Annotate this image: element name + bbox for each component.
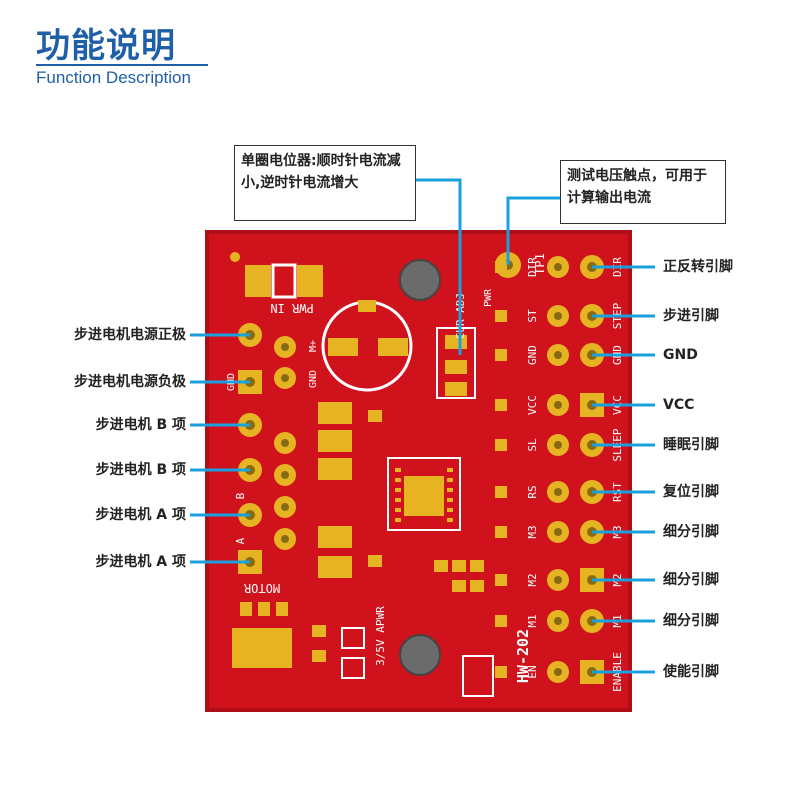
component-13 bbox=[312, 625, 326, 637]
silk-tp1: TP1 bbox=[533, 253, 547, 275]
right-pin-label: 睡眠引脚 bbox=[663, 437, 719, 453]
pwr-in-box bbox=[271, 263, 297, 299]
right-pin-label: GND bbox=[663, 347, 698, 363]
page-title: 功能说明 bbox=[36, 26, 176, 66]
regulator-pad-2 bbox=[258, 602, 270, 616]
right-pin-label: VCC bbox=[663, 397, 695, 413]
inner-small-pad bbox=[495, 666, 507, 678]
inner-small-pad bbox=[495, 310, 507, 322]
leader-lines bbox=[190, 178, 655, 674]
right-pin-label: 细分引脚 bbox=[663, 613, 719, 629]
mounting-hole-bottom bbox=[399, 634, 441, 676]
mounting-hole-top bbox=[399, 259, 441, 301]
inner-small-pad bbox=[495, 349, 507, 361]
inner-small-pad bbox=[495, 526, 507, 538]
component-10 bbox=[470, 560, 484, 572]
silk-a: A bbox=[234, 537, 247, 544]
right-pin-label: 正反转引脚 bbox=[663, 259, 733, 275]
component-4 bbox=[318, 526, 352, 548]
silk-gnd-header: GND bbox=[308, 370, 319, 388]
silk-model: HW-202 bbox=[514, 629, 532, 683]
left-pin-label: 步进电机 A 项 bbox=[95, 507, 186, 523]
silk-inner-pin: M1 bbox=[526, 614, 539, 627]
silk-motor: MOTOR bbox=[243, 581, 280, 595]
left-pin-label: 步进电机 B 项 bbox=[95, 417, 186, 433]
right-pin-label: 细分引脚 bbox=[663, 572, 719, 588]
inner-small-pad bbox=[495, 486, 507, 498]
silk-inner-pin: M3 bbox=[526, 525, 539, 538]
logo-box bbox=[462, 655, 494, 697]
pot-pad-right bbox=[378, 338, 408, 356]
cur-adj-pad-3 bbox=[445, 382, 467, 396]
component-14 bbox=[312, 650, 326, 662]
left-pin-label: 步进电机 B 项 bbox=[95, 462, 186, 478]
potentiometer-callout: 单圈电位器:顺时针电流减小,逆时针电流增大 bbox=[234, 145, 416, 221]
inner-small-pad bbox=[495, 615, 507, 627]
right-pin-label: 使能引脚 bbox=[663, 664, 719, 680]
component-8 bbox=[434, 560, 448, 572]
pot-pad-left bbox=[328, 338, 358, 356]
silk-inner-pin: VCC bbox=[526, 395, 539, 415]
leader-potentiometer bbox=[416, 178, 462, 355]
inner-small-pad bbox=[495, 261, 507, 273]
silk-b: B bbox=[234, 492, 247, 499]
silk-mplus: M+ bbox=[308, 340, 319, 352]
apwr-led-2 bbox=[341, 657, 365, 679]
silk-inner-pin: SL bbox=[526, 438, 539, 452]
silk-inner-pin: ST bbox=[526, 309, 539, 323]
via bbox=[230, 252, 240, 262]
silk-inner-pin: GND bbox=[526, 345, 539, 365]
component-12 bbox=[470, 580, 484, 592]
right-pin-label: 复位引脚 bbox=[663, 484, 719, 500]
silk-inner-pin: M2 bbox=[526, 573, 539, 586]
mplus-hole bbox=[281, 343, 289, 351]
ic-pins bbox=[395, 468, 453, 522]
leader-test-point bbox=[506, 196, 560, 265]
left-pin-label: 步进电机 A 项 bbox=[95, 554, 186, 570]
component-11 bbox=[452, 580, 466, 592]
silk-inner-pin: DIR bbox=[526, 257, 539, 277]
driver-ic-outline bbox=[387, 457, 461, 531]
page-subtitle: Function Description bbox=[36, 68, 191, 87]
silk-inner-pin: EN bbox=[526, 665, 539, 678]
test-point-callout: 测试电压触点，可用于计算输出电流 bbox=[560, 160, 726, 224]
pot-pad-top bbox=[358, 300, 376, 312]
left-pin-label: 步进电机电源负极 bbox=[74, 374, 186, 390]
pwr-in-pad-right bbox=[297, 265, 323, 297]
component-6 bbox=[368, 410, 382, 422]
title-underline bbox=[36, 64, 208, 66]
gnd-header-hole bbox=[281, 374, 289, 382]
right-pin-label: 细分引脚 bbox=[663, 524, 719, 540]
pwr-in-pad-left bbox=[245, 265, 271, 297]
regulator-pad-1 bbox=[240, 602, 252, 616]
silk-pwr-in: PWR IN bbox=[270, 301, 313, 315]
component-2 bbox=[318, 430, 352, 452]
left-pin-label: 步进电机电源正极 bbox=[74, 327, 186, 343]
apwr-led-1 bbox=[341, 627, 365, 649]
silk-apwr: 3/5V APWR bbox=[374, 606, 387, 666]
component-7 bbox=[368, 555, 382, 567]
silk-inner-pin: RS bbox=[526, 485, 539, 498]
driver-ic-pad bbox=[404, 476, 444, 516]
silk-pwr: PWR bbox=[483, 288, 494, 307]
regulator-tab bbox=[232, 628, 292, 668]
right-pin-label: 步进引脚 bbox=[663, 308, 719, 324]
component-9 bbox=[452, 560, 466, 572]
component-3 bbox=[318, 458, 352, 480]
component-5 bbox=[318, 556, 352, 578]
inner-small-pad bbox=[495, 574, 507, 586]
component-1 bbox=[318, 402, 352, 424]
inner-small-pad bbox=[495, 399, 507, 411]
cur-adj-pad-2 bbox=[445, 360, 467, 374]
regulator-pad-3 bbox=[276, 602, 288, 616]
inner-small-pad bbox=[495, 439, 507, 451]
cur-adj-outline bbox=[436, 327, 476, 399]
